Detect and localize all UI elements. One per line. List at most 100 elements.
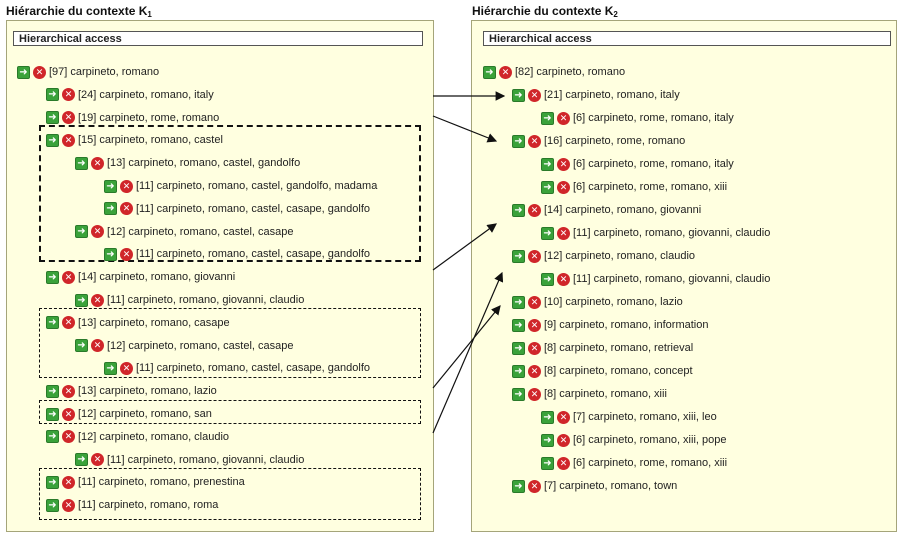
- tree-item-label[interactable]: [16] carpineto, rome, romano: [544, 135, 686, 147]
- red-x-icon[interactable]: ✕: [62, 498, 75, 512]
- red-x-icon[interactable]: ✕: [557, 111, 570, 125]
- green-arrow-icon[interactable]: ➜: [104, 361, 117, 375]
- red-x-icon[interactable]: ✕: [91, 156, 104, 170]
- tree-item-label[interactable]: [12] carpineto, romano, castel, casape: [107, 339, 294, 352]
- tree-item-label[interactable]: [11] carpineto, romano, giovanni, claudi…: [573, 227, 771, 239]
- red-x-icon[interactable]: ✕: [62, 430, 75, 444]
- tree-item-label[interactable]: [11] carpineto, romano, castel, gandolfo…: [136, 180, 378, 192]
- green-arrow-icon[interactable]: ➜: [512, 364, 525, 378]
- red-x-icon[interactable]: ✕: [62, 88, 75, 102]
- green-arrow-icon[interactable]: ➜: [512, 249, 525, 263]
- red-x-icon[interactable]: ✕: [528, 88, 541, 102]
- red-x-icon[interactable]: ✕: [557, 157, 570, 171]
- green-arrow-icon[interactable]: ➜: [46, 270, 59, 284]
- tree-item-label[interactable]: [12] carpineto, romano, claudio: [78, 430, 230, 443]
- tree-item-label[interactable]: [11] carpineto, romano, castel, casape, …: [136, 362, 370, 375]
- red-x-icon[interactable]: ✕: [528, 203, 541, 217]
- red-x-icon[interactable]: ✕: [499, 65, 512, 79]
- red-x-icon[interactable]: ✕: [62, 384, 75, 398]
- tree-item-label[interactable]: [6] carpineto, romano, xiii, pope: [573, 434, 727, 446]
- green-arrow-icon[interactable]: ➜: [541, 180, 554, 194]
- red-x-icon[interactable]: ✕: [557, 226, 570, 240]
- red-x-icon[interactable]: ✕: [557, 272, 570, 286]
- red-x-icon[interactable]: ✕: [91, 225, 104, 239]
- tree-item-label[interactable]: [13] carpineto, romano, lazio: [78, 385, 217, 398]
- green-arrow-icon[interactable]: ➜: [46, 407, 59, 421]
- green-arrow-icon[interactable]: ➜: [17, 65, 30, 79]
- green-arrow-icon[interactable]: ➜: [541, 157, 554, 171]
- tree-item-label[interactable]: [11] carpineto, romano, giovanni, claudi…: [107, 294, 305, 306]
- green-arrow-icon[interactable]: ➜: [512, 88, 525, 102]
- tree-item-label[interactable]: [11] carpineto, romano, giovanni, claudi…: [107, 453, 305, 466]
- red-x-icon[interactable]: ✕: [62, 316, 75, 330]
- green-arrow-icon[interactable]: ➜: [46, 133, 59, 147]
- red-x-icon[interactable]: ✕: [557, 456, 570, 470]
- red-x-icon[interactable]: ✕: [62, 270, 75, 284]
- tree-item-label[interactable]: [7] carpineto, romano, xiii, leo: [573, 411, 717, 423]
- tree-item-label[interactable]: [8] carpineto, romano, concept: [544, 365, 693, 377]
- green-arrow-icon[interactable]: ➜: [46, 111, 59, 125]
- red-x-icon[interactable]: ✕: [528, 134, 541, 148]
- red-x-icon[interactable]: ✕: [528, 318, 541, 332]
- red-x-icon[interactable]: ✕: [528, 295, 541, 309]
- tree-item-label[interactable]: [97] carpineto, romano: [49, 66, 160, 78]
- tree-item-label[interactable]: [21] carpineto, romano, italy: [544, 89, 680, 101]
- tree-item-label[interactable]: [8] carpineto, romano, xiii: [544, 388, 667, 400]
- green-arrow-icon[interactable]: ➜: [104, 247, 117, 261]
- tree-item-label[interactable]: [14] carpineto, romano, giovanni: [544, 204, 702, 216]
- tree-item-label[interactable]: [19] carpineto, rome, romano: [78, 111, 220, 124]
- green-arrow-icon[interactable]: ➜: [104, 179, 117, 193]
- tree-item-label[interactable]: [82] carpineto, romano: [515, 66, 626, 78]
- green-arrow-icon[interactable]: ➜: [46, 316, 59, 330]
- tree-item-label[interactable]: [9] carpineto, romano, information: [544, 319, 709, 331]
- tree-item-label[interactable]: [12] carpineto, romano, san: [78, 408, 212, 420]
- tree-item-label[interactable]: [10] carpineto, romano, lazio: [544, 296, 683, 308]
- red-x-icon[interactable]: ✕: [528, 479, 541, 493]
- tree-item-label[interactable]: [11] carpineto, romano, giovanni, claudi…: [573, 273, 771, 285]
- tree-item-label[interactable]: [7] carpineto, romano, town: [544, 480, 678, 492]
- green-arrow-icon[interactable]: ➜: [541, 111, 554, 125]
- green-arrow-icon[interactable]: ➜: [46, 430, 59, 444]
- green-arrow-icon[interactable]: ➜: [541, 433, 554, 447]
- tree-item-label[interactable]: [13] carpineto, romano, castel, gandolfo: [107, 157, 301, 170]
- red-x-icon[interactable]: ✕: [120, 202, 133, 216]
- red-x-icon[interactable]: ✕: [120, 361, 133, 375]
- red-x-icon[interactable]: ✕: [62, 475, 75, 489]
- tree-item-label[interactable]: [11] carpineto, romano, prenestina: [78, 476, 245, 489]
- green-arrow-icon[interactable]: ➜: [512, 479, 525, 493]
- green-arrow-icon[interactable]: ➜: [512, 318, 525, 332]
- red-x-icon[interactable]: ✕: [120, 179, 133, 193]
- green-arrow-icon[interactable]: ➜: [75, 225, 88, 239]
- red-x-icon[interactable]: ✕: [91, 453, 104, 467]
- tree-item-label[interactable]: [12] carpineto, romano, claudio: [544, 250, 696, 262]
- tree-item-label[interactable]: [8] carpineto, romano, retrieval: [544, 342, 694, 354]
- green-arrow-icon[interactable]: ➜: [512, 203, 525, 217]
- tree-item-label[interactable]: [12] carpineto, romano, castel, casape: [107, 225, 294, 238]
- tree-item-label[interactable]: [11] carpineto, romano, castel, casape, …: [136, 202, 370, 215]
- green-arrow-icon[interactable]: ➜: [512, 341, 525, 355]
- tree-item-label[interactable]: [14] carpineto, romano, giovanni: [78, 271, 236, 284]
- red-x-icon[interactable]: ✕: [120, 247, 133, 261]
- green-arrow-icon[interactable]: ➜: [483, 65, 496, 79]
- red-x-icon[interactable]: ✕: [528, 249, 541, 263]
- green-arrow-icon[interactable]: ➜: [512, 387, 525, 401]
- green-arrow-icon[interactable]: ➜: [541, 226, 554, 240]
- tree-item-label[interactable]: [24] carpineto, romano, italy: [78, 88, 214, 101]
- green-arrow-icon[interactable]: ➜: [75, 453, 88, 467]
- tree-item-label[interactable]: [11] carpineto, romano, castel, casape, …: [136, 248, 370, 261]
- red-x-icon[interactable]: ✕: [528, 364, 541, 378]
- tree-item-label[interactable]: [15] carpineto, romano, castel: [78, 134, 223, 147]
- green-arrow-icon[interactable]: ➜: [541, 272, 554, 286]
- green-arrow-icon[interactable]: ➜: [75, 156, 88, 170]
- green-arrow-icon[interactable]: ➜: [46, 88, 59, 102]
- red-x-icon[interactable]: ✕: [33, 65, 46, 79]
- red-x-icon[interactable]: ✕: [557, 180, 570, 194]
- green-arrow-icon[interactable]: ➜: [46, 475, 59, 489]
- green-arrow-icon[interactable]: ➜: [104, 202, 117, 216]
- green-arrow-icon[interactable]: ➜: [46, 498, 59, 512]
- red-x-icon[interactable]: ✕: [62, 407, 75, 421]
- red-x-icon[interactable]: ✕: [557, 410, 570, 424]
- red-x-icon[interactable]: ✕: [528, 341, 541, 355]
- red-x-icon[interactable]: ✕: [91, 339, 104, 353]
- tree-item-label[interactable]: [11] carpineto, romano, roma: [78, 499, 219, 512]
